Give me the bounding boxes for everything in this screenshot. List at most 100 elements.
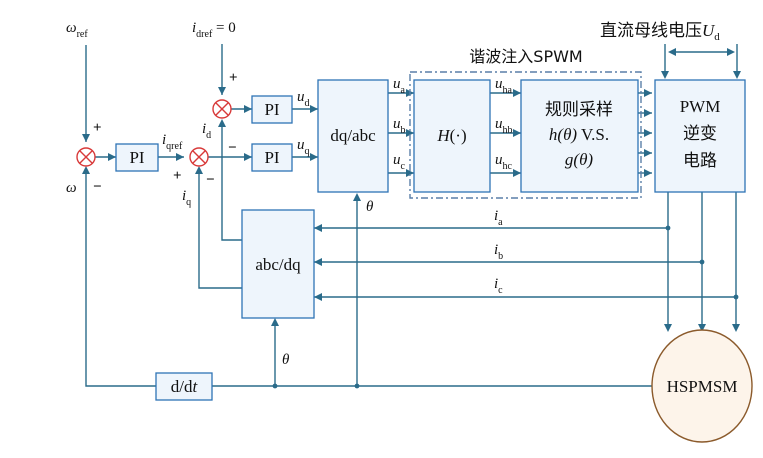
theta-label-dqabc: θ [366,199,374,215]
id-sub: d [206,130,211,141]
id-main: i [202,121,206,137]
idref-main: i [192,20,196,36]
iq-label: iq [182,188,191,208]
uhc-sub: hc [503,161,513,172]
ia-main: i [494,208,498,224]
uhc-main: u [495,152,503,168]
ud-label: ud [297,89,310,109]
pi-d-label: PI [264,100,279,119]
uq-label: uq [297,137,310,157]
ua-label: ua [393,76,406,96]
derivative-label-t: t [193,377,199,396]
derivative-block: d/dt [155,372,213,401]
sampling-label-line3: g(θ) [565,150,594,169]
omega-ref-main: ω [66,20,77,36]
pi-speed-label: PI [129,148,144,167]
ia-sub: a [498,217,503,228]
signal-wires [85,44,738,387]
ua-sub: a [401,85,406,96]
ib-main: i [494,242,498,258]
sum-speed-minus: − [93,179,102,195]
ia-label: ia [494,208,503,228]
uhb-sub: hb [503,125,513,136]
iq-sub: q [186,197,191,208]
harmonic-injection-text: 谐波注入SPWM [469,47,582,66]
iqref-label: iqref [162,132,183,152]
h-block: H(·) [413,79,491,193]
pi-q-label: PI [264,148,279,167]
dc-bus-text: 直流母线电压 [600,21,702,41]
uhb-label: uhb [495,116,513,136]
uq-main: u [297,137,305,153]
omega-ref-sub: ref [77,29,89,40]
uq-sub: q [305,146,310,157]
pwm-inverter-block: PWM 逆变 电路 [654,79,746,193]
pwm-label-line3: 电路 [683,151,717,171]
dq-abc-block: dq/abc [317,79,389,193]
uc-sub: c [401,161,406,172]
pi-d-block: PI [251,95,293,124]
arrowheads [82,48,741,332]
theta-label-abcdq: θ [282,352,290,368]
sum-q-plus: + [173,168,182,184]
h-label: H(·) [436,126,466,145]
derivative-label: d/dt [171,377,199,396]
ub-main: u [393,116,401,132]
pwm-label-line1: PWM [680,97,721,116]
pwm-label-line2: 逆变 [683,124,717,144]
omega-feedback-label: ω [66,180,77,196]
iqref-sub: qref [166,141,183,152]
sum-d-plus: + [229,70,238,86]
ub-label: ub [393,116,406,136]
ud-main: u [297,89,305,105]
idref-suffix: = 0 [212,20,235,36]
h-label-arg: (·) [450,126,467,145]
dc-bus-symbol: U [702,21,716,40]
uha-label: uha [495,76,513,96]
sum-d-minus: − [228,140,237,156]
dc-bus-subscript: d [714,31,720,43]
ic-main: i [494,276,498,292]
pi-speed-block: PI [115,143,159,172]
id-label: id [202,121,211,141]
regular-sampling-block: 规则采样 h(θ) V.S. g(θ) [520,79,639,193]
motor-label: HSPMSM [667,377,738,396]
dc-bus-label: 直流母线电压Ud [600,21,720,43]
uc-label: uc [393,152,406,172]
harmonic-injection-group-frame [409,71,642,199]
idref-label: idref = 0 [192,20,236,40]
sampling-label-line1: 规则采样 [545,100,613,120]
uha-sub: ha [503,85,513,96]
sampling-label-line2: h(θ) V.S. [549,125,609,144]
ib-label: ib [494,242,503,262]
sum-junction-d [212,99,232,119]
junction-dots [272,225,739,389]
pi-q-block: PI [251,143,293,172]
sum-q-minus: − [206,172,215,188]
abc-dq-block: abc/dq [241,209,315,319]
uhb-main: u [495,116,503,132]
iqref-main: i [162,132,166,148]
iq-main: i [182,188,186,204]
sum-junction-q [189,147,209,167]
sum-speed-plus: + [93,120,102,136]
uc-main: u [393,152,401,168]
ic-label: ic [494,276,503,296]
dq-abc-label: dq/abc [330,126,376,145]
abc-dq-label: abc/dq [255,255,301,274]
sampling-h-theta: h(θ) [549,125,578,144]
omega-ref-label: ωref [66,20,88,40]
ib-sub: b [498,251,503,262]
idref-sub: dref [196,29,213,40]
derivative-label-main: d/d [171,377,193,396]
h-label-main: H [436,126,451,145]
ua-main: u [393,76,401,92]
ub-sub: b [401,125,406,136]
uhc-label: uhc [495,152,513,172]
harmonic-injection-title: 谐波注入SPWM [469,47,582,66]
sampling-vs: V.S. [577,125,609,144]
sum-junction-speed [76,147,96,167]
ic-sub: c [498,285,503,296]
hspmsm-motor: HSPMSM [651,329,753,443]
